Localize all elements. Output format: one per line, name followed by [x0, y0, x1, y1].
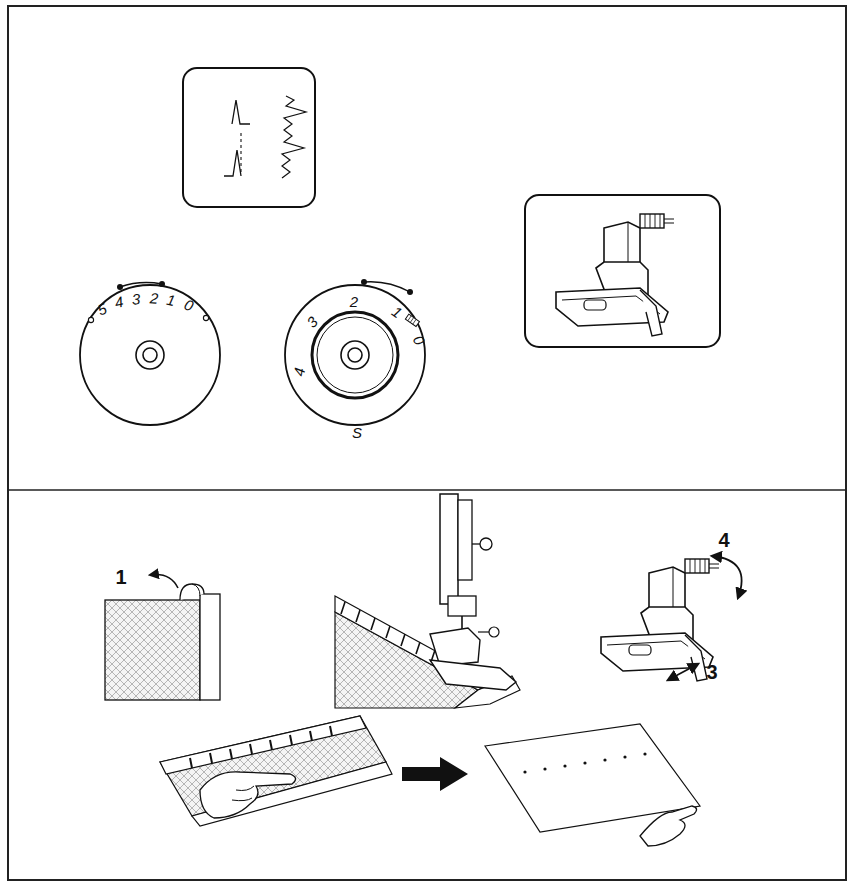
- dial-number: 2: [149, 290, 158, 306]
- step-number: 4: [718, 530, 729, 550]
- dial-number: 5: [95, 300, 108, 317]
- step-number: 3: [706, 662, 717, 682]
- dial-number: S: [352, 425, 362, 440]
- dial-number: 4: [113, 294, 124, 310]
- dial-number: 0: [182, 296, 195, 313]
- dial-number: 1: [165, 292, 176, 308]
- dial-number: 4: [291, 367, 307, 378]
- dial-number: 2: [350, 294, 358, 309]
- dial-number: 3: [131, 291, 140, 307]
- dial-number: 3: [304, 314, 321, 331]
- dial-number: 1: [389, 303, 404, 320]
- step-number: 1: [115, 567, 126, 587]
- dial-number: 0: [410, 333, 427, 348]
